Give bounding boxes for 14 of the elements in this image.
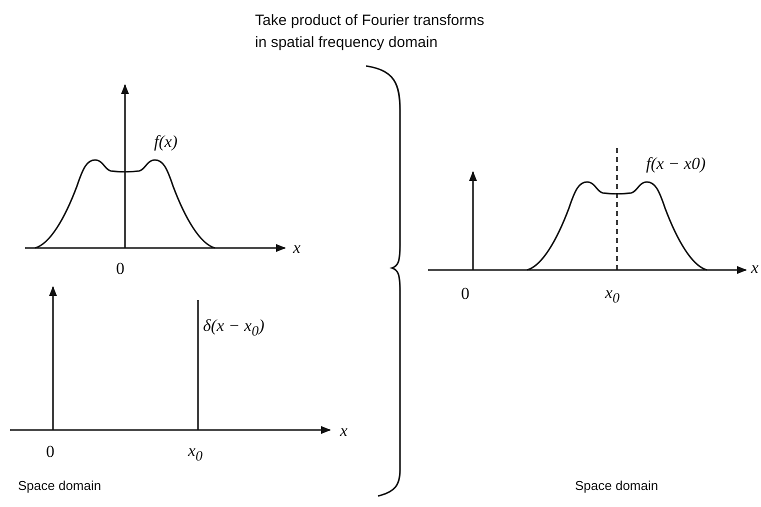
origin-label: 0	[116, 259, 124, 279]
function-label: δ(x − x$_{0}$)	[203, 316, 264, 340]
axis-label: x	[340, 421, 348, 441]
tick-label: x$_{0}$	[605, 283, 620, 308]
tick-label: x$_{0}$	[188, 441, 203, 466]
origin-label: 0	[46, 442, 54, 462]
function-label: f(x − x0)	[646, 154, 706, 174]
axis-label: x	[751, 258, 759, 278]
panel-caption: Space domain	[18, 478, 102, 493]
axis-label: x	[293, 238, 301, 258]
function-label: f(x)	[154, 132, 178, 152]
title: Take product of Fourier transforms in spatial frequency domain	[255, 11, 486, 53]
origin-label: 0	[461, 284, 470, 304]
panel-caption: Space domain	[575, 478, 658, 493]
